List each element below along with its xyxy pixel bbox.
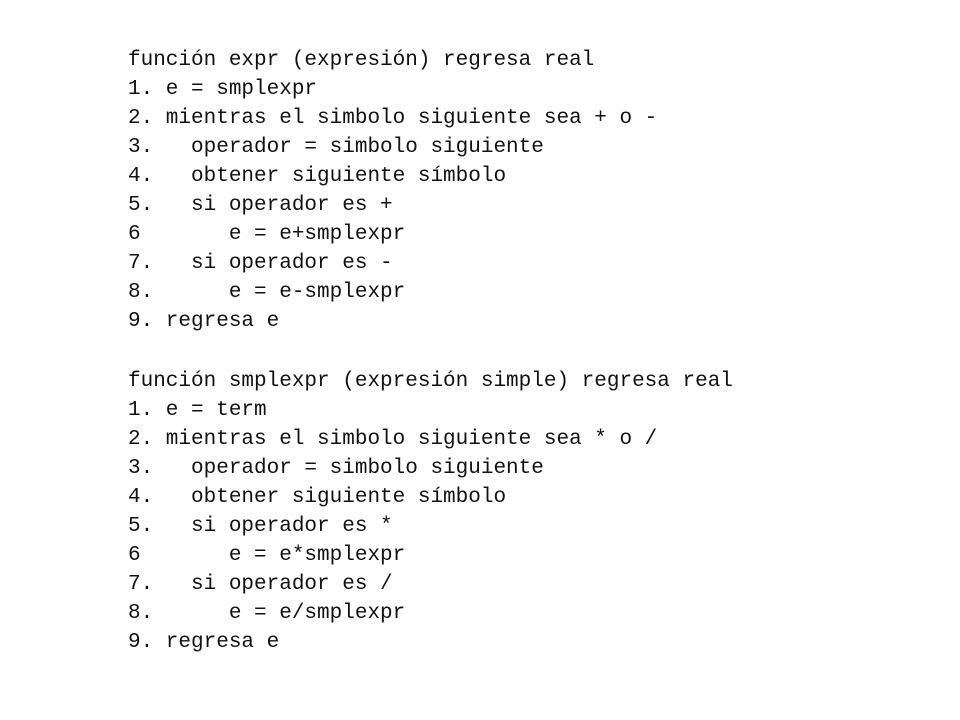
function-header: función expr (expresión) regresa real [128,49,595,72]
code-line: 4. obtener siguiente símbolo [128,486,507,509]
code-line: 2. mientras el simbolo siguiente sea + o… [128,107,658,130]
code-line: 8. e = e/smplexpr [128,602,406,625]
code-line: 2. mientras el simbolo siguiente sea * o… [128,428,658,451]
code-line: 8. e = e-smplexpr [128,281,406,304]
code-line: 1. e = term [128,399,267,422]
code-line: 9. regresa e [128,631,280,654]
function-smplexpr-block: función smplexpr (expresión simple) regr… [128,367,928,657]
code-line: 7. si operador es - [128,252,393,275]
function-header: función smplexpr (expresión simple) regr… [128,370,733,393]
code-line: 1. e = smplexpr [128,78,318,101]
code-line: 6 e = e*smplexpr [128,544,406,567]
function-expr-block: función expr (expresión) regresa real 1.… [128,46,928,336]
code-line: 5. si operador es * [128,515,393,538]
pseudocode-document: función expr (expresión) regresa real 1.… [128,46,928,657]
code-line: 5. si operador es + [128,194,393,217]
code-line: 6 e = e+smplexpr [128,223,406,246]
code-line: 3. operador = simbolo siguiente [128,457,544,480]
code-line: 7. si operador es / [128,573,393,596]
code-line: 9. regresa e [128,310,280,333]
code-line: 4. obtener siguiente símbolo [128,165,507,188]
code-line: 3. operador = simbolo siguiente [128,136,544,159]
